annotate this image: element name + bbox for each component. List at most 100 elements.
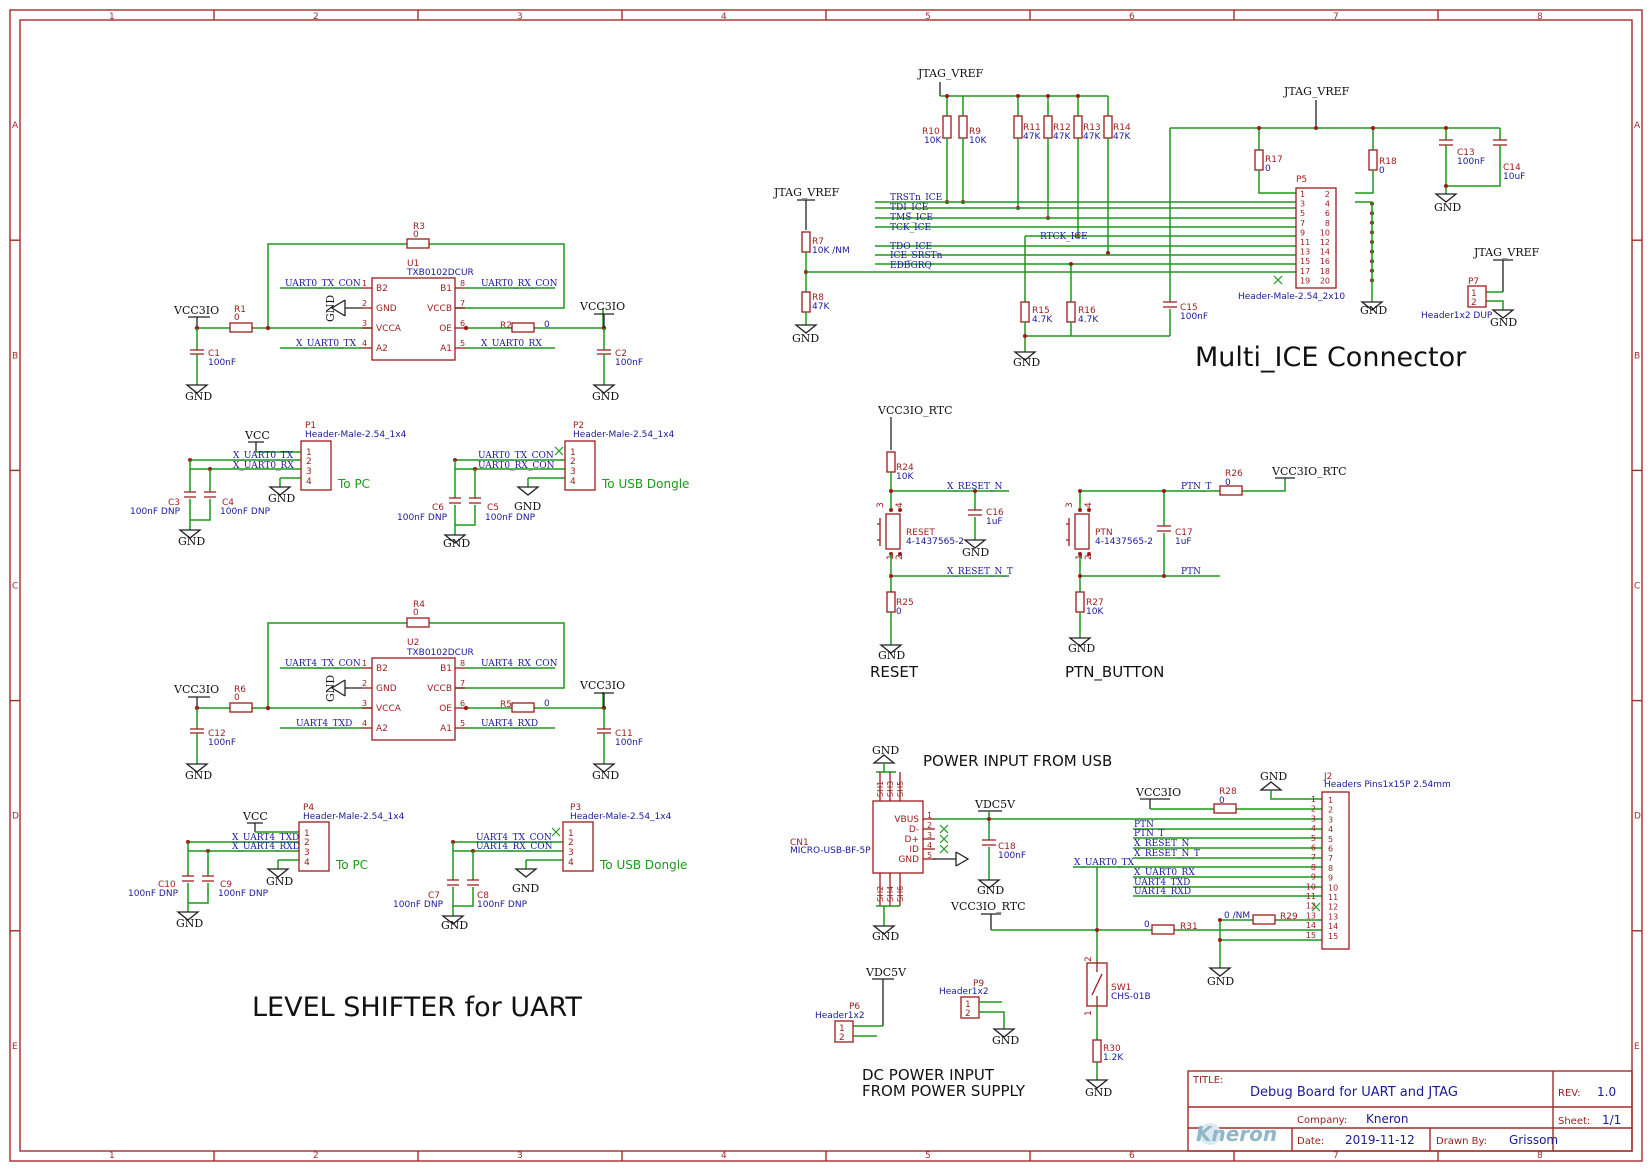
r13-ref: R13 [1083, 123, 1101, 133]
label-level-shifter: LEVEL SHIFTER for UART [252, 992, 582, 1023]
r16-ref: R16 [1078, 306, 1096, 316]
gnd-c7: GND [441, 919, 468, 932]
gnd-u2: GND [324, 675, 337, 702]
svg-text:4: 4 [570, 477, 576, 487]
c3-ref: C3 [168, 498, 180, 508]
r4-ref: R4 [413, 600, 425, 610]
label-to-pc-1: To PC [337, 477, 370, 491]
gnd-c13: GND [1434, 201, 1461, 214]
cn1-shield-pin: SH4 [886, 886, 895, 902]
ic-pin-number: 5 [460, 719, 465, 728]
sheet-title: Debug Board for UART and JTAG [1250, 1085, 1458, 1100]
c18-ref: C18 [998, 842, 1016, 852]
gnd-c2: GND [592, 390, 619, 403]
multi-ice-connector: JTAG_VREF R10 10K R9 10K R11 47K R12 47K… [773, 67, 1540, 369]
r15-value: 4.7K [1032, 315, 1053, 325]
svg-text:1: 1 [1471, 289, 1477, 299]
gnd-c12: GND [185, 769, 212, 782]
net-tms-ice: TMS_ICE [890, 213, 933, 223]
ic-pin-name: VCCA [376, 704, 402, 714]
cn1-pin-name: GND [898, 855, 919, 865]
p6-ref: P6 [849, 1002, 860, 1012]
r11-value: 47K [1023, 132, 1041, 142]
j2-pin-number: 6 [1311, 844, 1316, 853]
gnd-p7: GND [1490, 316, 1517, 329]
p1-ref: P1 [305, 421, 316, 431]
p4-part: Header-Male-2.54_1x4 [303, 812, 405, 822]
j2-pin-number: 1 [1328, 796, 1333, 805]
c7-ref: C7 [428, 891, 440, 901]
net-x-uart0-tx: X_UART0_TX [296, 339, 357, 349]
svg-text:4: 4 [895, 502, 905, 508]
gnd-r8: GND [792, 332, 819, 345]
r9-value: 10K [969, 136, 987, 146]
c1-ref: C1 [208, 349, 220, 359]
j2-ref: J2 [1323, 772, 1332, 782]
gnd-c11: GND [592, 769, 619, 782]
p5-ref: P5 [1296, 175, 1307, 185]
j2-pin-number: 15 [1328, 932, 1338, 941]
frame-col-label: 8 [1537, 12, 1543, 22]
ic-pin-name: GND [376, 684, 397, 694]
jtag-vref-right: JTAG_VREF [1283, 85, 1350, 98]
j2-pin-number: 6 [1328, 845, 1333, 854]
net-uart4-txd-j2: UART4_TXD [1134, 878, 1190, 888]
j2-pin-number: 5 [1311, 834, 1316, 843]
c9-value: 100nF DNP [218, 889, 269, 899]
c17-value: 1uF [1175, 537, 1192, 547]
cn1-ref: CN1 [790, 838, 809, 848]
vcc3io-u1-right: VCC3IO [579, 300, 625, 313]
net-uart4-tx-con: UART4_TX_CON [285, 659, 361, 669]
frame-col-label: 1 [109, 1151, 115, 1161]
vcc-p4: VCC [242, 810, 268, 823]
j2-pin-number: 8 [1311, 863, 1316, 872]
j2-pin-number: 14 [1328, 922, 1338, 931]
r2-ref: R2 [500, 321, 512, 331]
svg-text:1: 1 [306, 448, 312, 458]
c16-ref: C16 [986, 508, 1004, 518]
r31-ref: R31 [1180, 922, 1198, 932]
drawn-by-value: Grissom [1509, 1133, 1558, 1147]
vdc5v-usb: VDC5V [974, 798, 1016, 811]
ic-pin-name: A1 [440, 344, 452, 354]
svg-text:3: 3 [304, 848, 310, 858]
frame-row-label: E [12, 1042, 18, 1052]
r7-value: 10K /NM [812, 246, 850, 256]
level-shifter-u2: R4 0 VCC3IO R6 0 C12 100nF GND U2 TXB010… [173, 600, 643, 782]
svg-text:2: 2 [1471, 298, 1477, 308]
c12-ref: C12 [208, 729, 226, 739]
p5-pin-number: 3 [1300, 200, 1305, 209]
rev-label: REV: [1558, 1088, 1581, 1099]
ic-pin-name: A2 [376, 344, 388, 354]
net-x-reset-n-t-j2: X_RESET_N_T [1134, 849, 1200, 859]
ic-pin-name: B1 [440, 284, 452, 294]
level-shifter-u1: R3 0 VCC3IO R1 0 C1 100nF GND U1 TXB0102… [173, 222, 643, 403]
net-x-reset-n-j2: X_RESET_N [1134, 839, 1189, 849]
j2-pin-number: 2 [1328, 806, 1333, 815]
net-uart0-rx-con: UART0_RX_CON [481, 279, 558, 289]
reset-circuit: VCC3IO_RTC R24 10K X_RESET_N C16 1uF GND… [876, 404, 1013, 662]
ptn-sw-ref: PTN [1095, 528, 1113, 538]
gnd-p4: GND [266, 875, 293, 888]
net-uart4-rx-con-p3: UART4_RX_CON [476, 842, 553, 852]
r25-value: 0 [896, 607, 902, 617]
r26-ref: R26 [1225, 469, 1243, 479]
net-x-reset-n: X_RESET_N [947, 482, 1002, 492]
kneron-logo: Kneron [1196, 1122, 1277, 1146]
r17-ref: R17 [1265, 155, 1283, 165]
rev-value: 1.0 [1597, 1085, 1616, 1099]
p5-pin-number: 15 [1300, 257, 1310, 266]
date-value: 2019-11-12 [1345, 1133, 1415, 1147]
cn1-shield-pin: SH5 [896, 781, 905, 797]
c5-value: 100nF DNP [485, 513, 536, 523]
gnd-c16: GND [962, 546, 989, 559]
jtag-vref-left: JTAG_VREF [773, 186, 840, 199]
ic-pin-name: B1 [440, 664, 452, 674]
ic-pin-number: 2 [362, 679, 367, 688]
r29-value: 0 /NM [1224, 911, 1250, 921]
frame-col-label: 3 [517, 1151, 523, 1161]
p6-part: Header1x2 [815, 1011, 865, 1021]
j2-pin-number: 9 [1311, 873, 1316, 882]
